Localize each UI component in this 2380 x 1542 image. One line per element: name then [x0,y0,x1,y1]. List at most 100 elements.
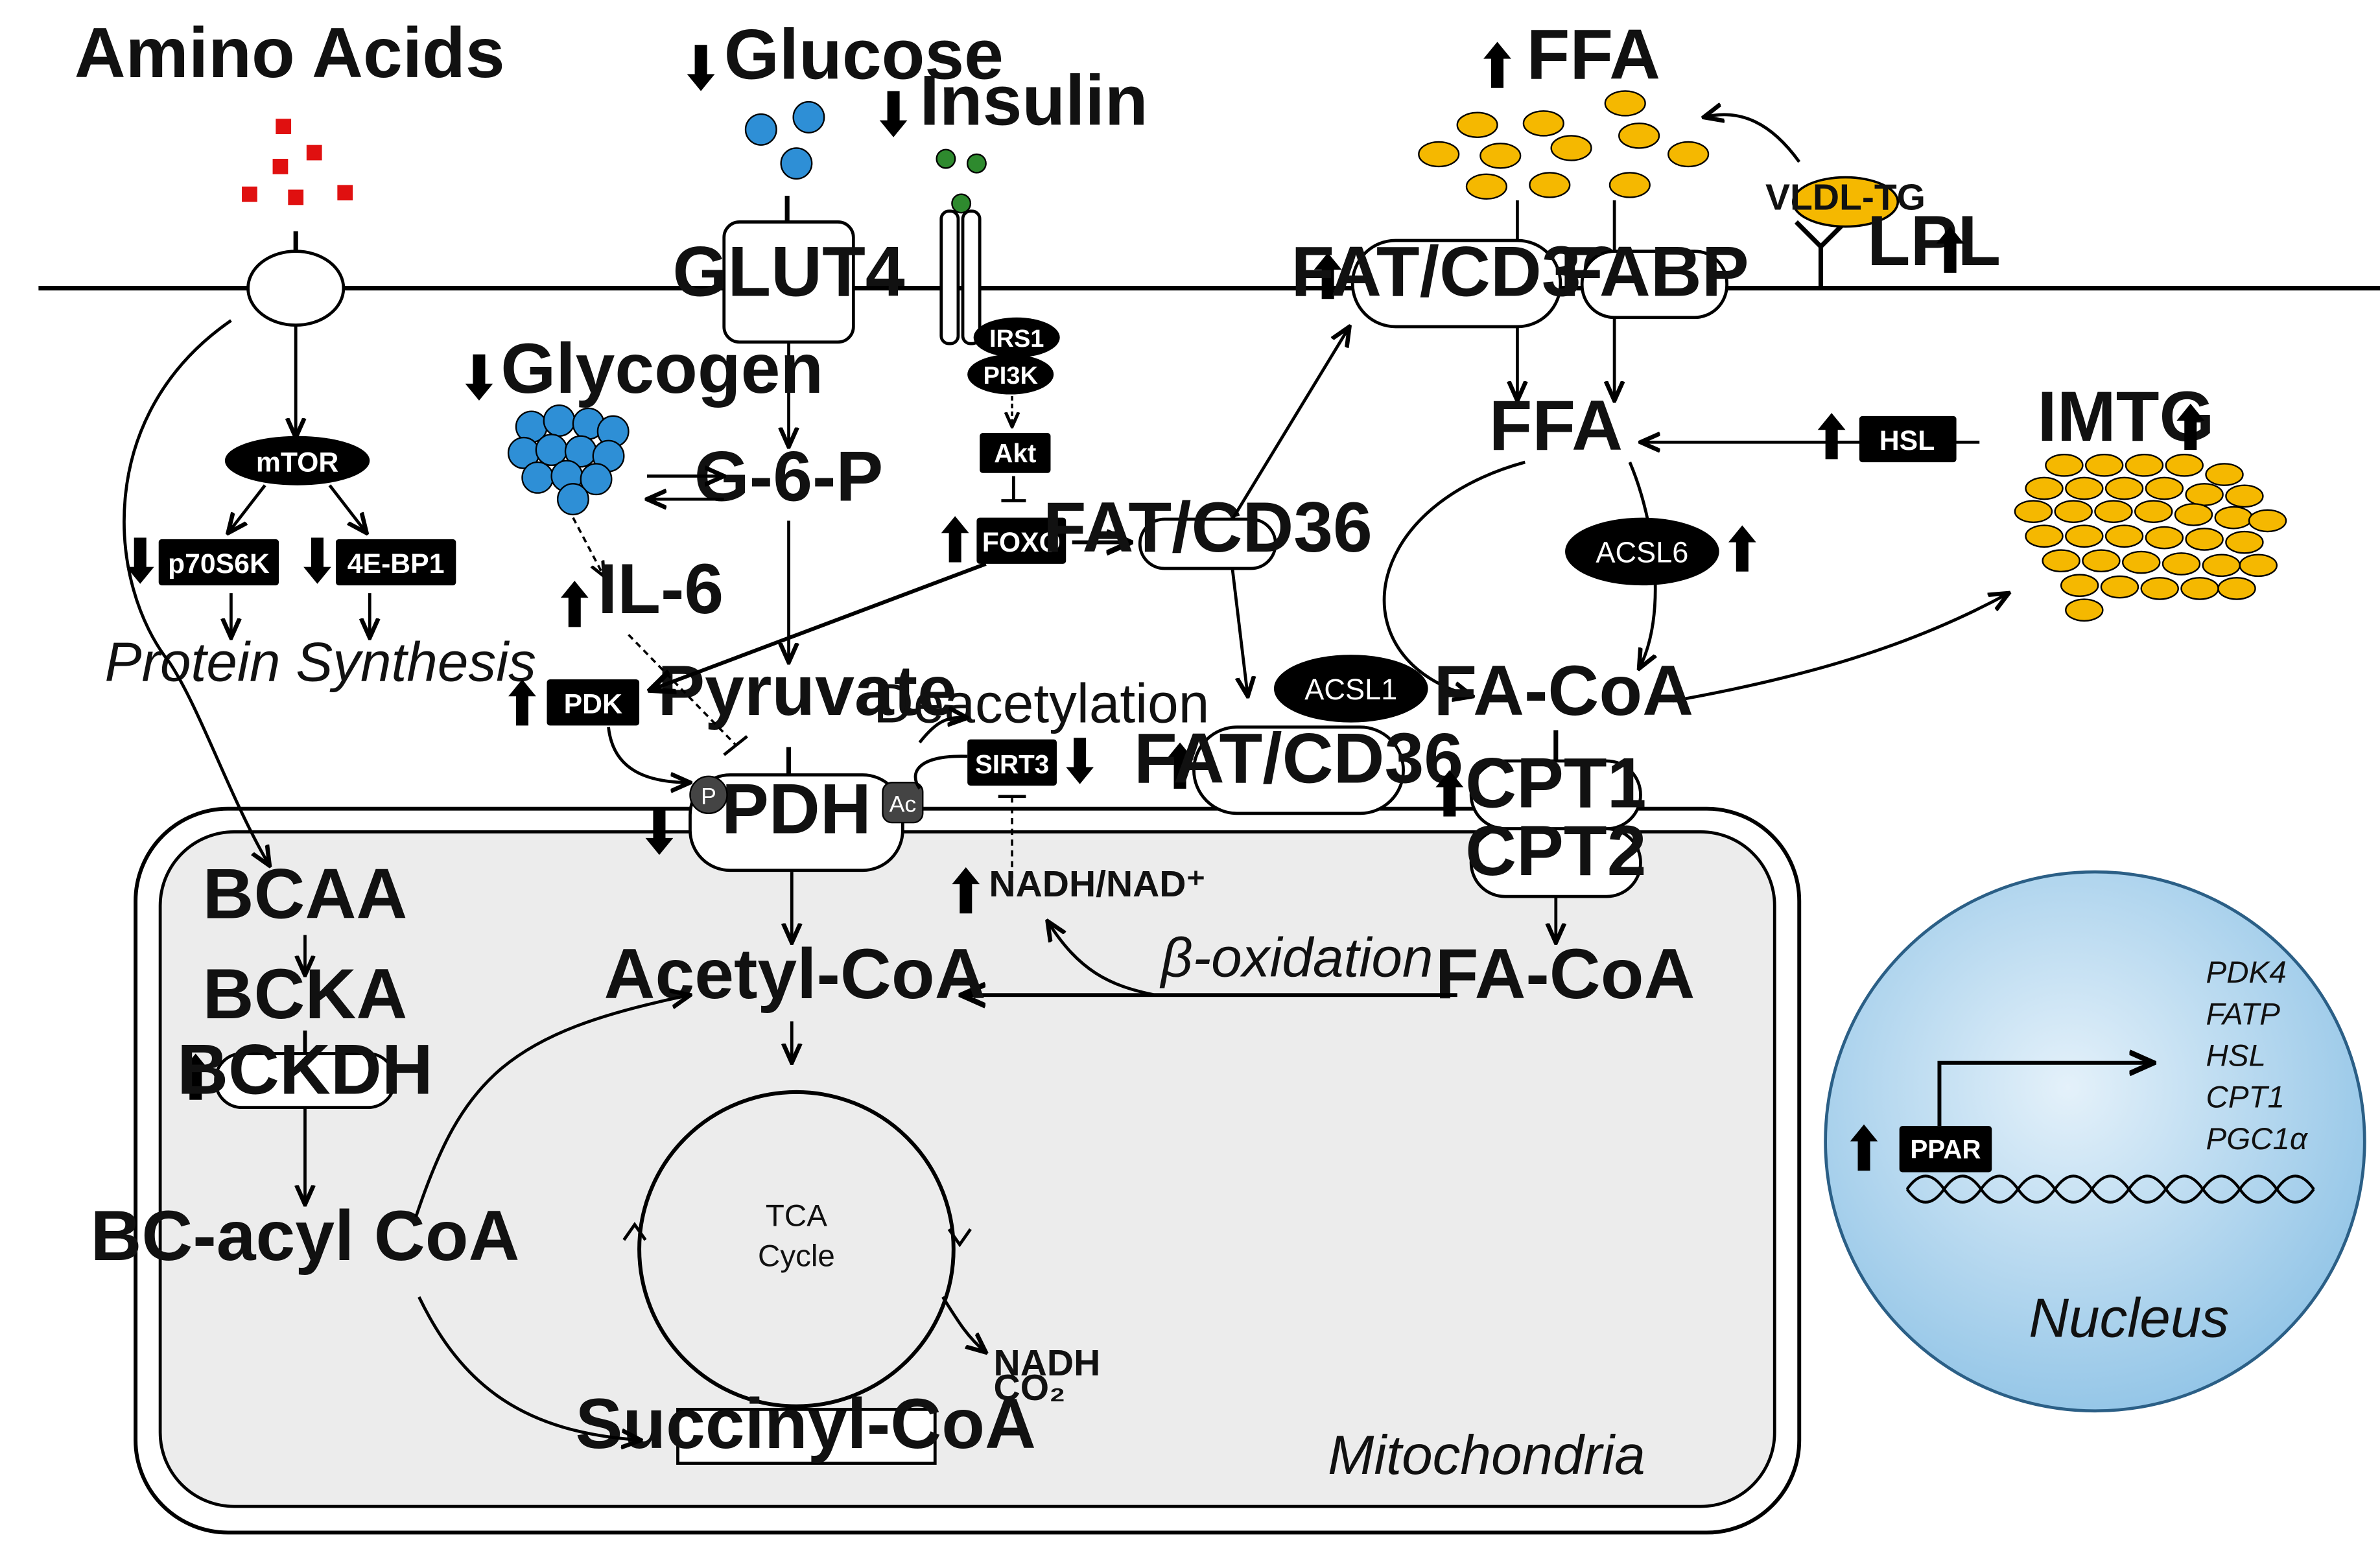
amino-acids-label: Amino Acids [75,14,505,93]
co2-label: CO₂ [994,1367,1066,1408]
svg-text:Cycle: Cycle [758,1239,835,1273]
bcaa-label: BCAA [203,854,408,933]
tca-cycle-ring [637,1090,956,1408]
mtor-node [224,436,370,485]
svg-text:PDK: PDK [564,688,622,719]
sirt3-branch: Deacetylation SIRT3 NADH/NAD⁺ [873,673,1209,997]
succinyl-coa-node [676,1407,937,1465]
bcaa-catabolism: BCAA BCKA BCKDH BC-acyl CoA [91,854,690,1440]
ffa-metabolism: FFA HSL IMTG ACSL6 ACSL1 FA-CoA [1273,377,2287,730]
insulin-molecules [936,148,987,214]
target-gene: PGC1α [2206,1122,2309,1156]
target-gene: FATP [2206,997,2281,1031]
svg-text:P: P [701,784,716,810]
acetylation-site [882,782,924,824]
amino-acid-transporter [246,250,346,327]
phosphorylation-site [689,775,728,815]
bcka-label: BCKA [203,955,408,1034]
acsl6-node [1565,517,1719,586]
mitochondria-label: Mitochondria [1328,1425,1645,1486]
foxo-node [976,517,1066,564]
hsl-node [1859,415,1957,463]
svg-text:VLDL-TG: VLDL-TG [1765,176,1926,218]
nadh-label: NADH [994,1342,1101,1384]
nucleus-label: Nucleus [2029,1288,2229,1349]
svg-text:ACSL6: ACSL6 [1596,536,1688,569]
svg-text:TCA: TCA [766,1199,827,1233]
acsl1-node [1273,655,1428,723]
pyruvate-label: Pyruvate [657,651,957,730]
fat-cd36-mitochondria-node [1192,725,1405,815]
svg-text:p70S6K: p70S6K [168,548,270,579]
target-gene: PDK4 [2206,955,2287,990]
carnitine-shuttle: CPT1 CPT2 FA-CoA β-oxidation [961,730,1695,1014]
insulin-branch: Insulin IRS1 PI3K Akt FOXO [650,62,1148,690]
svg-text:FOXO: FOXO [982,527,1061,558]
ppar-node [1899,1126,1992,1173]
pdk-node [547,679,640,726]
glucose-branch: Glucose GLUT4 G-6-P Pyruvate [657,15,1004,775]
protein-synthesis-label: Protein Synthesis [104,632,536,694]
svg-text:Akt: Akt [994,438,1036,468]
svg-text:Succinyl-CoA: Succinyl-CoA [575,1384,1035,1464]
insulin-receptor [939,209,982,345]
pdh-complex: PDK PDH P Ac [508,679,924,942]
pi3k-node [967,354,1054,395]
ffa-droplets [1418,90,1710,200]
mitochondria: Mitochondria [134,806,1802,1535]
ffa-mid-label: FFA [1489,386,1623,465]
glycogen-branch: Glycogen IL-6 [465,329,823,756]
bc-acyl-coa-label: BC-acyl CoA [91,1197,520,1276]
imtg-droplets [2014,454,2287,622]
insulin-label: Insulin [920,62,1148,141]
svg-text:FAT/CD36: FAT/CD36 [1043,488,1373,567]
svg-text:IRS1: IRS1 [989,325,1044,353]
vldl-tg-particle [1791,176,1900,228]
fabp-node [1580,250,1728,320]
glycogen-label: Glycogen [501,329,823,408]
svg-text:Ac: Ac [890,791,917,817]
tca-cycle: Acetyl-CoA TCA Cycle NADH CO₂ Succinyl-C… [575,935,1101,1465]
beta-oxidation-label: β-oxidation [1159,928,1433,989]
svg-text:SIRT3: SIRT3 [975,749,1049,779]
svg-text:CPT1: CPT1 [1465,743,1646,823]
nadh-nad-label: NADH/NAD⁺ [989,863,1205,905]
target-gene: HSL [2206,1039,2266,1073]
il6-label: IL-6 [598,550,724,629]
glycogen-granule [507,404,630,516]
fa-coa-mitochondria-label: FA-CoA [1435,935,1695,1014]
svg-text:4E-BP1: 4E-BP1 [348,548,445,579]
4e-bp1-node [335,539,456,586]
svg-text:CPT2: CPT2 [1465,812,1646,891]
irs1-node [973,317,1060,358]
fat-cd36-cytosol-node [1138,517,1277,570]
fa-coa-cytosol-label: FA-CoA [1433,651,1693,730]
svg-text:PPAR: PPAR [1910,1134,1981,1164]
fat-cd36-translocation: FAT/CD36 FAT/CD36 [1043,327,1463,815]
svg-text:PI3K: PI3K [983,362,1038,390]
amino-acid-branch: Amino Acids mTOR p70S6K 4E-BP1 Protein S… [75,14,536,866]
target-gene: CPT1 [2206,1081,2285,1115]
sirt3-node [967,739,1057,786]
akt-node [980,432,1051,473]
svg-text:GLUT4: GLUT4 [672,232,904,311]
deacetylation-label: Deacetylation [873,673,1209,735]
p70s6k-node [158,539,279,586]
amino-acid-molecules [242,119,353,205]
ffa-uptake: FFA FAT/CD36 FABP VLDL-TG LPL [1291,15,2001,401]
dna-double-helix [1905,1174,2315,1204]
svg-text:BCKDH: BCKDH [177,1030,433,1109]
svg-text:FAT/CD36: FAT/CD36 [1134,719,1463,798]
glucose-molecules [744,100,825,180]
mtor-label: mTOR [256,447,338,478]
svg-text:FAT/CD36: FAT/CD36 [1291,232,1620,311]
svg-text:PDH: PDH [722,770,871,849]
svg-text:ACSL1: ACSL1 [1304,673,1397,706]
svg-text:FABP: FABP [1560,232,1749,311]
glucose-label: Glucose [724,15,1004,94]
fat-cd36-membrane-node [1350,239,1562,329]
svg-text:HSL: HSL [1879,425,1935,456]
